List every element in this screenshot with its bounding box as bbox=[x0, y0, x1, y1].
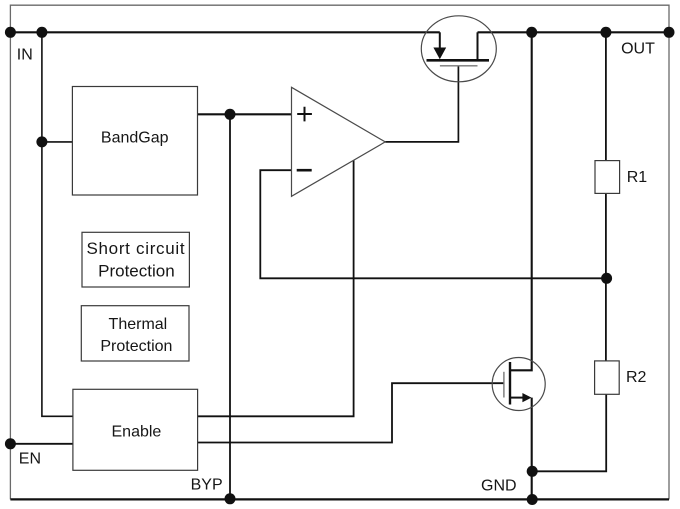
svg-text:BandGap: BandGap bbox=[101, 130, 169, 147]
svg-text:Short circuit: Short circuit bbox=[86, 239, 185, 258]
svg-text:Protection: Protection bbox=[98, 261, 175, 280]
svg-text:BYP: BYP bbox=[191, 476, 223, 493]
svg-text:Thermal: Thermal bbox=[109, 316, 168, 333]
svg-text:IN: IN bbox=[17, 47, 33, 64]
svg-text:GND: GND bbox=[481, 478, 517, 495]
svg-text:R2: R2 bbox=[626, 369, 647, 386]
svg-text:R1: R1 bbox=[627, 169, 648, 186]
svg-text:Protection: Protection bbox=[100, 338, 172, 355]
svg-text:EN: EN bbox=[19, 451, 41, 468]
svg-text:OUT: OUT bbox=[621, 40, 655, 57]
svg-text:Enable: Enable bbox=[112, 423, 162, 440]
